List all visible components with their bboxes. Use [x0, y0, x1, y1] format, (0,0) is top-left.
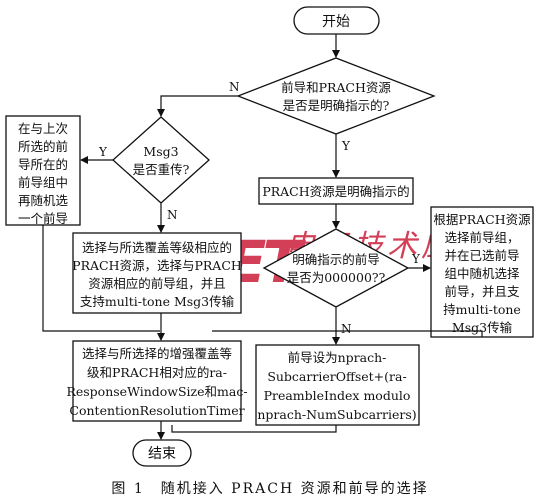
- decision-preamble-zero: 明确指示的前导 是否为000000??: [262, 228, 410, 308]
- process-set-preamble-line1: 前导设为nprach-: [288, 350, 387, 365]
- process-set-preamble-line2: SubcarrierOffset+(ra-: [267, 369, 406, 384]
- process-timers-line3: ResponseWindowSize和mac-: [66, 384, 247, 399]
- process-timers: 选择与所选择的增强覆盖等 级和PRACH相对应的ra- ResponseWind…: [66, 340, 248, 422]
- label-explicit-yes: Y: [341, 139, 351, 153]
- end-label: 结束: [148, 446, 176, 462]
- process-random-select-line6: 持multi-tone: [443, 302, 521, 317]
- process-select-group-line2: PRACH资源，选择与PRACH: [72, 258, 242, 273]
- end-node: 结束: [132, 439, 192, 467]
- process-random-select-line1: 根据PRACH资源: [433, 212, 531, 227]
- decision-explicit-line1: 前导和PRACH资源: [281, 80, 391, 95]
- process-random-select-line3: 并在已选前导: [444, 248, 519, 263]
- process-timers-line4: ContentionResolutionTimer: [69, 403, 244, 418]
- decision-msg3-line1: Msg3: [143, 144, 178, 159]
- decision-preamble-zero-line2: 是否为000000??: [287, 270, 386, 285]
- label-msg3-yes: Y: [98, 145, 108, 159]
- process-reselect-line5: 再随机选: [18, 193, 69, 208]
- process-timers-line2: 级和PRACH相对应的ra-: [87, 365, 227, 380]
- process-set-preamble-line3: PreambleIndex modulo: [264, 388, 411, 403]
- process-random-select-line4: 组中随机选择: [444, 266, 520, 281]
- process-reselect-line3: 导所在的: [18, 157, 68, 172]
- process-set-preamble-line4: nprach-NumSubcarriers): [257, 407, 416, 422]
- decision-explicit-line2: 是否是明确指示的?: [283, 98, 390, 113]
- start-node: 开始: [293, 6, 380, 35]
- process-reselect-line1: 在与上次: [18, 121, 68, 136]
- edge-reselect-merge: [42, 225, 160, 332]
- edge-explicit-no: [157, 95, 238, 117]
- start-label: 开始: [322, 14, 350, 30]
- process-random-select-line2: 选择前导组，: [444, 230, 519, 245]
- edge-random-merge: [212, 330, 483, 337]
- decision-msg3-line2: 是否重传?: [133, 162, 190, 177]
- process-select-group-line1: 选择与所选覆盖等级相应的: [82, 240, 232, 255]
- label-msg3-no: N: [167, 208, 178, 222]
- label-zero-yes: Y: [411, 252, 421, 266]
- process-random-select: 根据PRACH资源 选择前导组， 并在已选前导 组中随机选择 前导，并且支 持m…: [430, 206, 534, 338]
- process-reselect-line6: 一个前导: [18, 211, 68, 226]
- label-zero-no: N: [341, 322, 352, 336]
- figure-caption: 图 1 随机接入 PRACH 资源和前导的选择: [111, 480, 428, 497]
- process-select-group-line4: 支持multi-tone Msg3传输: [80, 294, 235, 309]
- process-select-group-line3: 资源相应的前导组，并且: [88, 276, 226, 291]
- process-resource-explicit: PRACH资源是明确指示的: [258, 177, 414, 205]
- process-set-preamble: 前导设为nprach- SubcarrierOffset+(ra- Preamb…: [255, 344, 420, 426]
- process-reselect: 在与上次 所选的前 导所在的 前导组中 再随机选 一个前导: [5, 115, 81, 226]
- process-resource-explicit-line1: PRACH资源是明确指示的: [262, 184, 409, 199]
- connectors: [42, 34, 483, 440]
- process-timers-line1: 选择与所选择的增强覆盖等: [82, 346, 232, 361]
- label-explicit-no: N: [229, 80, 240, 94]
- edge-setpreamble-merge: [171, 425, 337, 433]
- process-select-group: 选择与所选覆盖等级相应的 PRACH资源，选择与PRACH 资源相应的前导组，并…: [72, 232, 242, 314]
- process-random-select-line5: 前导，并且支: [444, 284, 520, 299]
- process-reselect-line2: 所选的前: [18, 139, 68, 154]
- decision-explicit: 前导和PRACH资源 是否是明确指示的?: [236, 57, 436, 135]
- decision-msg3: Msg3 是否重传?: [112, 116, 210, 204]
- process-reselect-line4: 前导组中: [18, 175, 68, 190]
- decision-preamble-zero-line1: 明确指示的前导: [292, 252, 380, 267]
